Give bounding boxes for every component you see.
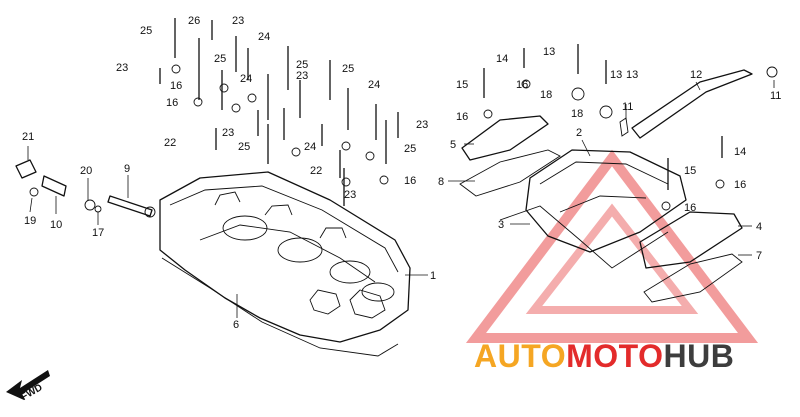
callout-26: 26	[188, 15, 200, 27]
fwd-arrow-icon	[6, 370, 50, 400]
callout-24-repeat-3: 24	[304, 141, 316, 153]
callout-16-repeat-5: 16	[734, 179, 746, 191]
callout-5: 5	[450, 139, 456, 151]
head-cover-drawing	[459, 44, 778, 303]
callout-21: 21	[22, 131, 34, 143]
watermark-logo: AUTOMOTOHUB	[474, 338, 734, 375]
callout-19: 19	[24, 215, 36, 227]
callout-23-repeat-2: 23	[296, 70, 308, 82]
camshaft-drawing	[107, 195, 156, 218]
callout-6: 6	[233, 319, 239, 331]
callout-repeats: 23 16 16 25 24 25 25 24 23 23 25 16 23 2…	[166, 15, 746, 214]
callout-16: 16	[516, 79, 528, 91]
head-gasket-drawing	[161, 257, 399, 357]
callout-25-repeat-1: 25	[214, 53, 226, 65]
callout-23-repeat-3: 23	[416, 119, 428, 131]
callout-20: 20	[80, 165, 92, 177]
callout-23: 23	[116, 62, 128, 74]
callout-22: 22	[164, 137, 176, 149]
callout-22-repeat: 22	[310, 165, 322, 177]
callout-23-repeat-4: 23	[344, 189, 356, 201]
callout-18a: 18	[540, 89, 552, 101]
watermark-moto: MOTO	[566, 338, 664, 374]
watermark-triangle-icon	[465, 149, 759, 343]
watermark-auto: AUTO	[474, 338, 567, 374]
watermark-hub: HUB	[663, 338, 735, 374]
callout-24-repeat-2: 24	[368, 79, 380, 91]
callout-23-repeat: 23	[232, 15, 244, 27]
callout-16-repeat-3: 16	[404, 175, 416, 187]
callout-12: 12	[690, 69, 702, 81]
callout-10: 10	[50, 219, 62, 231]
fwd-label: FWD	[19, 382, 44, 403]
callout-8: 8	[438, 176, 444, 188]
callout-25-repeat-3: 25	[342, 63, 354, 75]
callout-25-repeat-5: 25	[238, 141, 250, 153]
callout-23-repeat-5: 23	[222, 127, 234, 139]
callout-16-repeat-4: 16	[456, 111, 468, 123]
callout-14a: 14	[496, 53, 508, 65]
callout-15b: 15	[684, 165, 696, 177]
callout-15a: 15	[456, 79, 468, 91]
callout-14b: 14	[734, 146, 746, 158]
callout-labels: 1 2 3 4 5 6 7 8 9 10 11 11 12 13 13 14 1…	[22, 15, 781, 331]
callout-11a: 11	[622, 101, 633, 113]
callout-18b: 18	[571, 108, 583, 120]
callout-4: 4	[756, 221, 762, 233]
callout-13a: 13	[543, 46, 555, 58]
callout-9: 9	[124, 163, 130, 175]
callout-1: 1	[430, 270, 436, 282]
callout-13b: 13	[626, 69, 638, 81]
callout-3: 3	[498, 219, 504, 231]
callout-13-repeat: 13	[610, 69, 622, 81]
callout-11b: 11	[770, 90, 781, 102]
callout-16-repeat-2: 16	[166, 97, 178, 109]
callout-7: 7	[756, 250, 762, 262]
callout-25-repeat-4: 25	[404, 143, 416, 155]
cylinder-head-drawing	[159, 171, 411, 343]
callout-2: 2	[576, 127, 582, 139]
small-parts-drawing	[15, 159, 102, 213]
leader-lines	[27, 80, 775, 318]
callout-24-repeat-1: 24	[240, 73, 252, 85]
callout-25-repeat-2: 25	[296, 59, 308, 71]
callout-24: 24	[258, 31, 270, 43]
callout-25: 25	[140, 25, 152, 37]
callout-16-repeat-1: 16	[170, 80, 182, 92]
callout-17: 17	[92, 227, 104, 239]
bolt-cluster-drawing	[159, 18, 399, 206]
callout-16-repeat-6: 16	[684, 202, 696, 214]
